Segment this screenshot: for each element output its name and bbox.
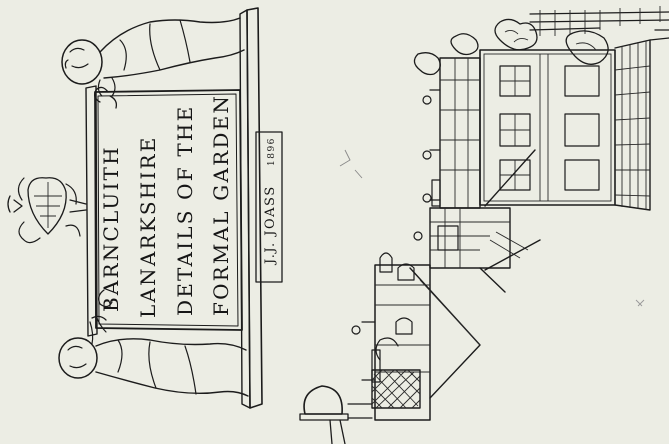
bottom-statue bbox=[58, 315, 249, 397]
garden-elevation bbox=[299, 6, 669, 444]
title-line-3: DETAILS OF THE bbox=[173, 105, 197, 316]
signature-date: 1896 bbox=[267, 137, 277, 166]
title-line-1: BARNCLUITH bbox=[99, 145, 123, 312]
signature: J.J. JOASS bbox=[263, 185, 278, 266]
title-line-2: LANARKSHIRE bbox=[136, 135, 160, 318]
title-lettering: BARNCLUITH LANARKSHIRE DETAILS OF THE FO… bbox=[99, 94, 278, 318]
heraldic-shield bbox=[7, 177, 87, 244]
top-statue bbox=[61, 17, 245, 97]
title-panel bbox=[85, 7, 283, 409]
scroll-ornament-top bbox=[94, 86, 118, 109]
scroll-ornament-bottom bbox=[91, 289, 113, 321]
title-line-4: FORMAL GARDEN bbox=[209, 94, 233, 316]
